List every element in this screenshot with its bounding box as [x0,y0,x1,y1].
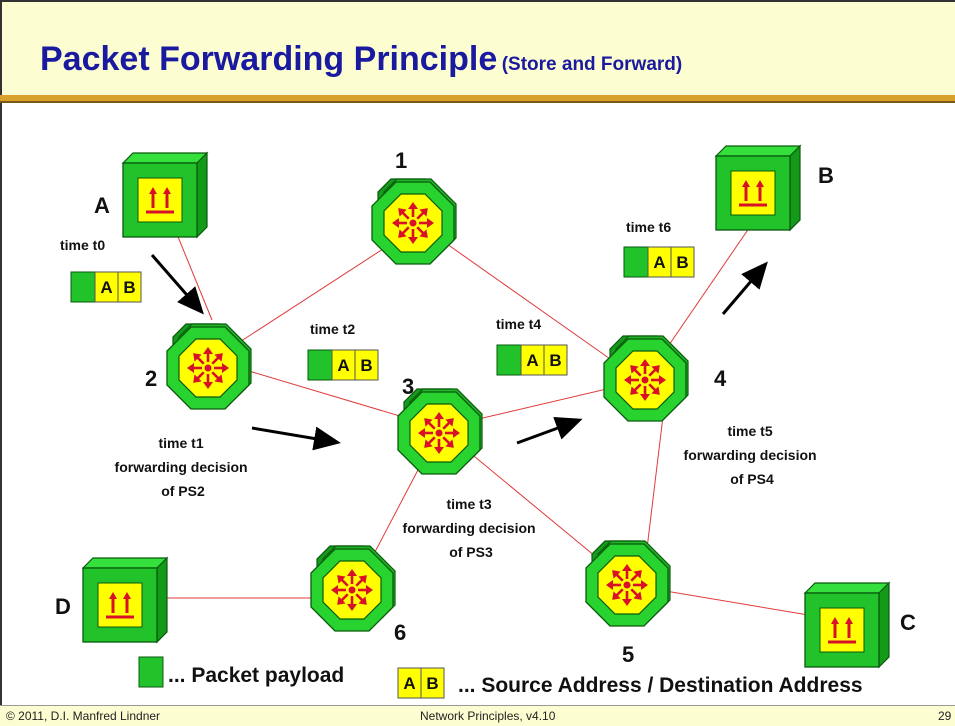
legend-payload-text: ... Packet payload [168,664,344,687]
time-t6-label: time t6 [626,219,671,235]
time-t3-line3: of PS3 [449,544,493,560]
host-c-label: C [900,610,916,635]
host-a-label: A [94,193,110,218]
host-a-icon [121,151,209,239]
packet-src: A [100,278,112,297]
legend-address-b-swatch [420,667,445,699]
packet-t4: A B [496,344,568,376]
packet-dst: B [123,278,135,297]
legend-address-b: B [426,674,438,693]
flow-arrow-4-b [721,261,768,315]
time-t1-line3: of PS2 [161,483,205,499]
time-t1-line1: time t1 [158,435,203,451]
time-t1-label: time t1 forwarding decision of PS2 [115,435,252,499]
time-t1-line2: forwarding decision [115,459,248,475]
title-rule-shadow [0,101,955,103]
packet-t6: A B [623,246,695,278]
time-t5-line1: time t5 [727,423,772,439]
packet-t2: A B [307,349,379,381]
legend-address-text: ... Source Address / Destination Address [458,674,863,697]
switch-6-label: 6 [394,620,406,645]
flow-arrow-3-4 [516,416,583,445]
flow-arrow-a-2 [150,254,204,315]
packet-t0: A B [70,271,142,303]
title-rule [0,95,955,101]
packet-dst: B [676,253,688,272]
host-b-label: B [818,163,834,188]
switch-2-icon [167,324,251,409]
title-main: Packet Forwarding Principle [40,40,498,78]
link-1-4 [419,224,641,381]
switch-1-icon [372,179,456,264]
legend: ... Packet payload A B ... Source Addres… [138,656,863,699]
time-t5-line2: forwarding decision [684,447,817,463]
footer-copyright: © 2011, D.I. Manfred Lindner [6,709,161,723]
title-sub: (Store and Forward) [501,54,683,75]
title-bar: Packet Forwarding Principle (Store and F… [0,0,955,95]
switch-3-label: 3 [402,374,414,399]
footer-page-number: 29 [938,709,952,723]
slide-title: Packet Forwarding Principle (Store and F… [40,40,682,79]
switch-2-label: 2 [145,366,157,391]
flow-arrows [150,254,768,451]
legend-address-a: A [403,674,415,693]
switch-4-icon [604,336,688,421]
legend-payload-swatch [138,656,164,688]
link-4-5 [644,399,666,566]
switch-3-icon [398,389,482,474]
time-t5-line3: of PS4 [730,471,774,487]
footer-center: Network Principles, v4.10 [420,709,556,723]
time-t5-label: time t5 forwarding decision of PS4 [684,423,821,487]
network-diagram: A B A B A B A B A B C D 1 2 3 4 5 6 time… [55,144,916,699]
switch-5-label: 5 [622,642,634,667]
footer: © 2011, D.I. Manfred Lindner Network Pri… [0,705,955,726]
host-d-icon [81,556,169,644]
time-t4-label: time t4 [496,316,541,332]
flow-arrow-2-3 [251,426,341,451]
host-c-icon [803,581,891,669]
switch-1-label: 1 [395,148,407,173]
packet-src: A [526,351,538,370]
switch-4-label: 4 [714,366,727,391]
time-t0-label: time t0 [60,237,105,253]
packet-dst: B [549,351,561,370]
host-d-label: D [55,594,71,619]
time-t3-line1: time t3 [446,496,491,512]
links [160,204,851,623]
time-t2-label: time t2 [310,321,355,337]
time-t3-line2: forwarding decision [403,520,536,536]
slide-border [0,103,2,705]
switch-6-icon [311,546,395,631]
host-b-icon [714,144,802,232]
packet-src: A [653,253,665,272]
packet-src: A [337,356,349,375]
packet-dst: B [360,356,372,375]
time-t3-label: time t3 forwarding decision of PS3 [403,496,540,560]
switch-5-icon [586,541,670,626]
